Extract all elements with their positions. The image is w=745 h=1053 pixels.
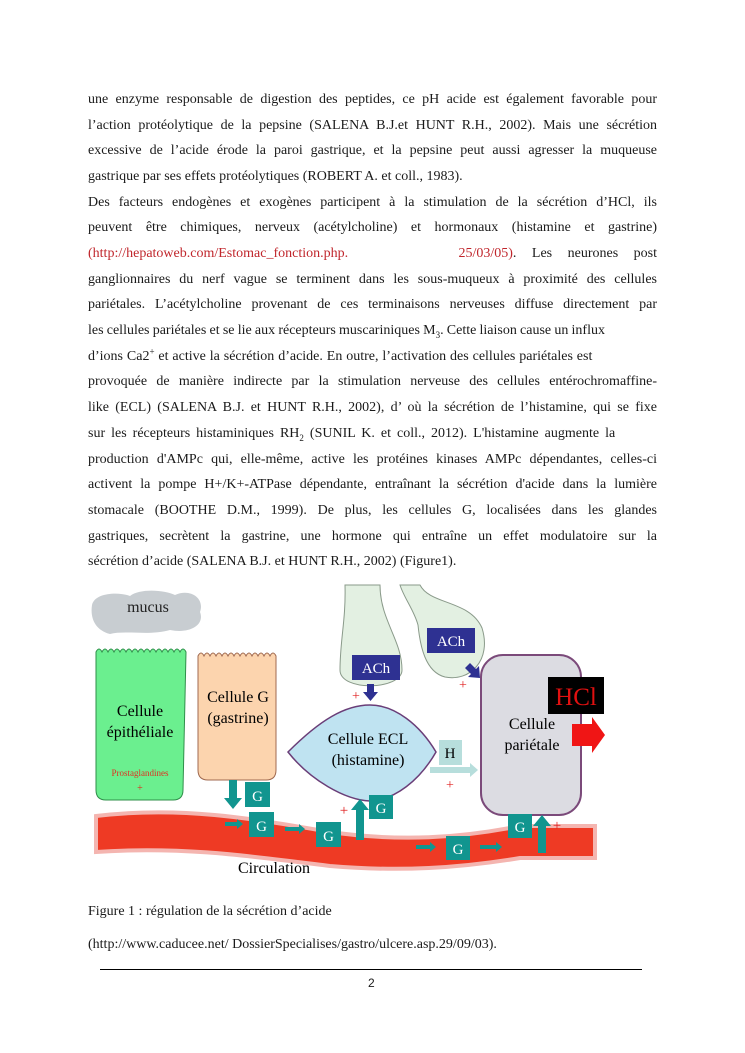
g-cell	[197, 652, 277, 781]
gastrin-box: G	[508, 814, 532, 838]
superscript: +	[149, 346, 155, 357]
g-cell-label-1: Cellule G	[207, 689, 269, 706]
text-fragment: d’ions Ca2	[88, 349, 150, 364]
ach-box-2	[427, 628, 475, 653]
ach-box-1	[352, 655, 400, 680]
subscript: 2	[299, 432, 304, 443]
text-fragment: sur les récepteurs histaminiques RH	[88, 426, 300, 441]
page-number: 2	[368, 976, 375, 990]
plus-sign: +	[137, 783, 143, 794]
text-line: d’ions Ca2+ et active la sécrétion d’aci…	[88, 346, 657, 366]
ecl-label-2: (histamine)	[332, 752, 405, 769]
gastrin-label: G	[256, 819, 267, 835]
plus-sign: +	[553, 818, 561, 834]
arrow-right-icon	[430, 763, 478, 777]
figure-caption: Figure 1 : régulation de la sécrétion d’…	[88, 904, 332, 919]
footer-rule	[100, 969, 642, 970]
text-line: excessive de l’acide érode la paroi gast…	[88, 143, 657, 158]
hcl-box	[548, 677, 604, 714]
text-line: une enzyme responsable de digestion des …	[88, 92, 657, 107]
mucus-label: mucus	[127, 599, 169, 616]
text-line: stomacale (BOOTHE D.M., 1999). De plus, …	[88, 503, 657, 518]
gastrin-label: G	[453, 842, 464, 858]
arrow-down-icon	[224, 780, 242, 809]
arrow-right-icon	[480, 842, 502, 852]
subscript: 3	[435, 329, 441, 340]
text-line: peuvent être chimiques, nerveux (acétylc…	[88, 220, 657, 235]
parietal-label-1: Cellule	[509, 716, 555, 733]
gastrin-label: G	[515, 820, 526, 836]
arrow-right-icon	[225, 819, 243, 829]
acid-secretion-figure: mucus Cellule épithéliale Prostaglandine…	[91, 584, 605, 877]
gastrin-box: G	[316, 822, 341, 847]
text-line: l’action protéolytique de la pepsine (SA…	[88, 118, 657, 133]
text-fragment-group: 25/03/05). Les neurones post	[458, 245, 657, 263]
arrow-up-icon	[351, 799, 369, 840]
ach-label-1: ACh	[362, 661, 391, 677]
gastrin-box: G	[446, 836, 470, 860]
parietal-label-2: pariétale	[504, 737, 559, 754]
text-line: Des facteurs endogènes et exogènes parti…	[88, 195, 657, 210]
gastrin-box: G	[245, 782, 270, 807]
text-line: gastriques, secrètent la gastrine, une h…	[88, 529, 657, 544]
text-line: activent la pompe H+/K+-ATPase dépendant…	[88, 477, 657, 492]
text-fragment: . Cette liaison cause un influx	[440, 323, 605, 338]
plus-sign: +	[446, 778, 454, 793]
text-fragment: . Les neurones post	[512, 246, 657, 261]
link-date: 25/03/05)	[458, 246, 513, 261]
arrow-right-icon	[416, 842, 436, 852]
gastrin-label: G	[323, 829, 334, 845]
text-line: (http://hepatoweb.com/Estomac_fonction.p…	[88, 245, 657, 263]
gastrin-label: G	[376, 801, 387, 817]
text-line: ganglionnaires du nerf vague se terminen…	[88, 272, 657, 287]
epithelial-cell	[95, 648, 187, 801]
text-fragment: (SUNIL K. et coll., 2012). L'histamine a…	[303, 426, 616, 441]
arrow-right-icon	[285, 824, 305, 834]
arrow-up-icon	[533, 815, 551, 853]
text-fragment: les cellules pariétales et se lie aux ré…	[88, 323, 436, 338]
plus-sign: +	[340, 803, 348, 819]
histamine-box	[439, 740, 462, 765]
epithelial-label-1: Cellule	[117, 703, 163, 720]
plus-sign: +	[459, 678, 467, 693]
text-line: provoquée de manière indirecte par la st…	[88, 374, 657, 389]
mucus-blob	[91, 590, 201, 634]
epithelial-label-2: épithéliale	[107, 724, 174, 741]
hepatoweb-link[interactable]: (http://hepatoweb.com/Estomac_fonction.p…	[88, 246, 349, 261]
text-line: sécrétion d’acide (SALENA B.J. et HUNT R…	[88, 554, 457, 569]
text-line: like (ECL) (SALENA B.J. et HUNT R.H., 20…	[88, 400, 657, 415]
prostaglandines-label: Prostaglandines	[112, 768, 169, 778]
text-line: pariétales. L’acétylcholine provenant de…	[88, 297, 657, 312]
text-line: gastrique par ses effets protéolytiques …	[88, 169, 463, 184]
circulation-label: Circulation	[238, 860, 310, 877]
g-cell-label-2: (gastrine)	[207, 710, 268, 727]
arrow-diagonal-icon	[465, 663, 480, 678]
text-line: les cellules pariétales et se lie aux ré…	[88, 322, 657, 340]
text-line: production d'AMPc qui, elle-même, active…	[88, 452, 657, 467]
arrow-down-icon	[363, 684, 378, 701]
text-fragment: et active la sécrétion d’acide. En outre…	[154, 349, 593, 364]
plus-sign: +	[352, 689, 360, 704]
gastrin-box: G	[369, 795, 393, 819]
figure-source: (http://www.caducee.net/ DossierSpeciali…	[88, 937, 497, 952]
gastrin-box: G	[249, 812, 274, 837]
ecl-label-1: Cellule ECL	[328, 731, 408, 748]
ecl-cell	[286, 704, 437, 802]
text-line: sur les récepteurs histaminiques RH2 (SU…	[88, 425, 657, 443]
hcl-label: HCl	[555, 684, 597, 711]
arrow-right-icon	[572, 717, 605, 753]
gastrin-label: G	[252, 789, 263, 805]
ach-label-2: ACh	[437, 634, 466, 650]
histamine-label: H	[445, 746, 456, 762]
